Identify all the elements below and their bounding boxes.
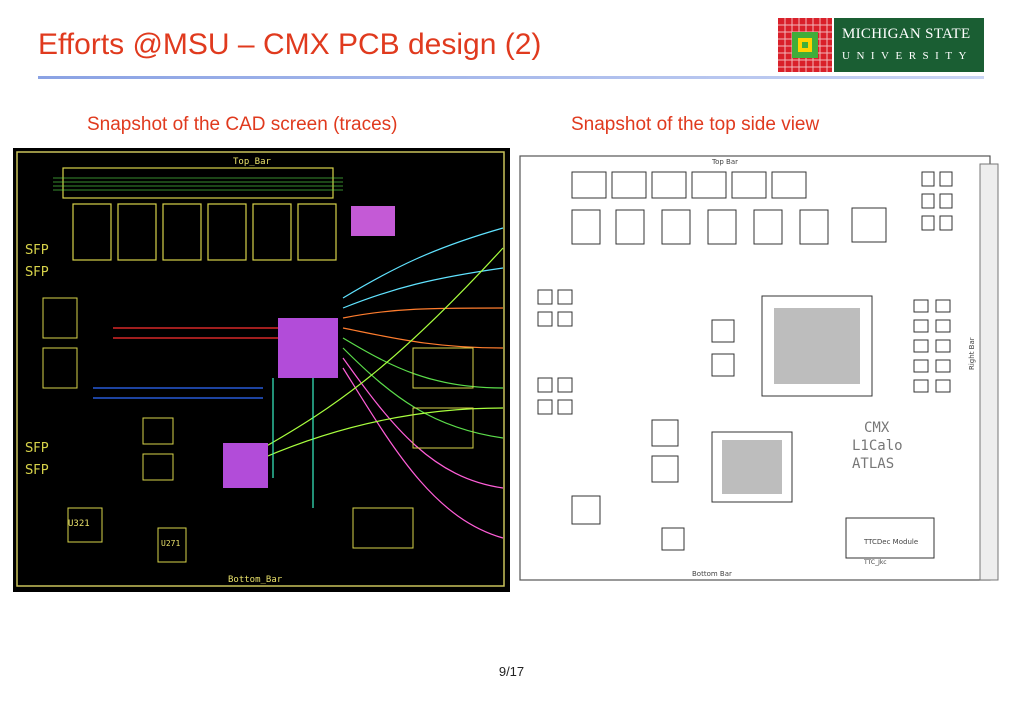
cad-part-u321: U321 — [68, 519, 90, 529]
top-view-top-label: Top Bar — [711, 158, 738, 166]
board-text-atlas: ATLAS — [852, 456, 894, 472]
ttc-connector-label: TTC_Jkc — [863, 559, 887, 566]
ttcdec-module-label: TTCDec Module — [863, 538, 918, 546]
msu-logo: MICHIGAN STATE UNIVERSITY — [778, 18, 984, 72]
page-number: 9/17 — [498, 664, 525, 679]
msu-seal-icon — [778, 18, 832, 72]
cad-sfp-label-1: SFP — [25, 243, 49, 258]
cad-sfp-label-3: SFP — [25, 441, 49, 456]
logo-line1: MICHIGAN STATE — [842, 26, 971, 42]
cad-traces-image: Top_Bar SFP SFP SFP SFP — [13, 148, 510, 592]
cad-bottom-label: Bottom_Bar — [228, 575, 283, 585]
right-caption: Snapshot of the top side view — [571, 114, 820, 135]
board-text-l1calo: L1Calo — [852, 438, 903, 454]
title-underline — [38, 76, 984, 79]
left-caption: Snapshot of the CAD screen (traces) — [87, 114, 398, 135]
cad-sfp-label-4: SFP — [25, 463, 49, 478]
top-view-right-label: Right Bar — [968, 337, 976, 370]
top-view-bottom-label: Bottom Bar — [692, 570, 732, 578]
cad-sfp-label-2: SFP — [25, 265, 49, 280]
cad-part-u271: U271 — [161, 539, 180, 548]
board-text-cmx: CMX — [864, 420, 890, 436]
cad-top-label: Top_Bar — [233, 157, 272, 167]
slide-title: Efforts @MSU – CMX PCB design (2) — [38, 28, 542, 61]
msu-wordmark: MICHIGAN STATE UNIVERSITY — [834, 18, 984, 72]
top-view-image: Top Bar Right Bar CMX L1Calo ATLAS — [512, 150, 1010, 586]
logo-line2: UNIVERSITY — [842, 50, 973, 62]
